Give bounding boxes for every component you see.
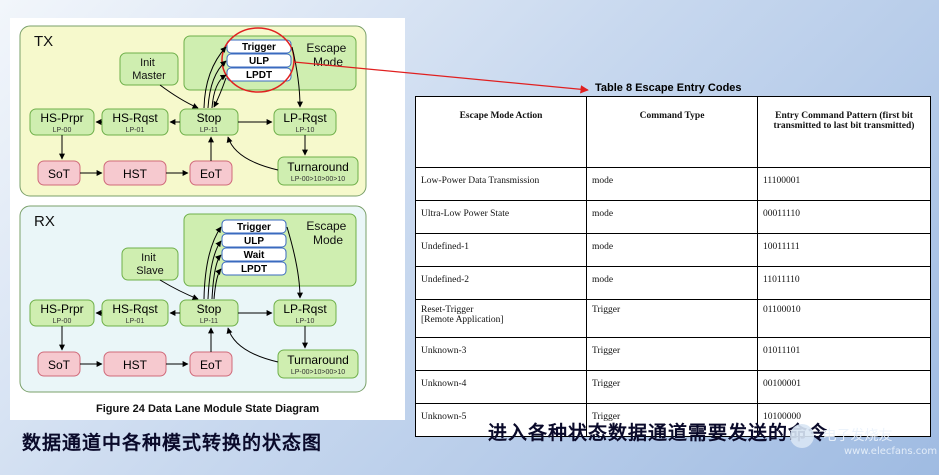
rx-lp-rqst-label: LP-Rqst xyxy=(283,302,327,316)
rx-escape-wait-label: Wait xyxy=(244,250,265,261)
watermark-url: www.elecfans.com xyxy=(844,446,938,457)
tx-eot-label: EoT xyxy=(200,167,223,181)
escape-entry-codes-table: Escape Mode Action Command Type Entry Co… xyxy=(415,96,931,437)
table-cell: Trigger xyxy=(586,299,758,338)
table-cell: 00100001 xyxy=(757,370,931,404)
tx-stop-sub: LP-11 xyxy=(200,127,218,134)
rx-escape-lpdt xyxy=(221,261,287,276)
rx-hs-rqst-label: HS-Rqst xyxy=(112,302,158,316)
rx-escape-wait xyxy=(221,247,287,262)
watermark: 电子发烧友 www.elecfans.com xyxy=(790,424,937,457)
tx-init-master xyxy=(119,52,179,86)
caption-left: 数据通道中各种模式转换的状态图 xyxy=(22,432,323,454)
tx-transitions xyxy=(59,46,308,176)
rx-init-slave xyxy=(121,247,179,281)
table-cell: Trigger xyxy=(586,370,758,404)
table-cell: Undefined-2 xyxy=(415,266,587,300)
rx-escape-mode-title: Escape Mode xyxy=(306,219,349,247)
table-cell: 01100010 xyxy=(757,299,931,338)
table-cell: 00011110 xyxy=(757,200,931,234)
rx-hs-prpr-sub: LP-00 xyxy=(53,318,72,325)
tx-turnaround xyxy=(277,156,359,186)
rx-transitions xyxy=(59,226,308,367)
table-cell: Undefined-1 xyxy=(415,233,587,267)
tx-turnaround-label: Turnaround xyxy=(287,160,349,174)
rx-sot-label: SoT xyxy=(48,358,71,372)
tx-lp-rqst-sub: LP-10 xyxy=(296,127,315,134)
tx-escape-ulp xyxy=(226,53,292,68)
rx-hs-prpr-label: HS-Prpr xyxy=(40,302,83,316)
tx-hst-label: HST xyxy=(123,167,148,181)
tx-escape-trigger-label: Trigger xyxy=(242,42,276,53)
table-cell: Reset-Trigger[Remote Application] xyxy=(415,299,587,338)
table-title: Table 8 Escape Entry Codes xyxy=(595,82,742,94)
table-header-row: Escape Mode Action Command Type Entry Co… xyxy=(415,96,931,168)
watermark-text: 电子发烧友 xyxy=(822,428,893,444)
table-row: Reset-Trigger[Remote Application]Trigger… xyxy=(415,299,931,338)
rx-hs-rqst-sub: LP-01 xyxy=(126,318,145,325)
tx-label: TX xyxy=(34,33,53,50)
tx-escape-ulp-label: ULP xyxy=(249,56,269,67)
table-cell: 11011110 xyxy=(757,266,931,300)
tx-sot-label: SoT xyxy=(48,167,71,181)
watermark-logo-icon xyxy=(790,424,814,448)
table-cell: mode xyxy=(586,200,758,234)
rx-escape-lpdt-label: LPDT xyxy=(241,264,267,275)
table-cell: Trigger xyxy=(586,337,758,371)
tx-init-master-label: Init Master xyxy=(132,57,166,82)
diagram-caption: Figure 24 Data Lane Module State Diagram xyxy=(96,403,319,415)
table-cell: mode xyxy=(586,233,758,267)
rx-escape-ulp xyxy=(221,233,287,248)
table-header-cell: Escape Mode Action xyxy=(415,96,587,168)
rx-init-slave-label: Init Slave xyxy=(136,252,164,277)
tx-escape-lpdt-label: LPDT xyxy=(246,70,272,81)
rx-escape-trigger xyxy=(221,219,287,234)
rx-lp-rqst-sub: LP-10 xyxy=(296,318,315,325)
table-cell: Unknown-5 xyxy=(415,403,587,437)
rx-escape-trigger-label: Trigger xyxy=(237,222,271,233)
table-cell: mode xyxy=(586,266,758,300)
table-header-cell: Command Type xyxy=(586,96,758,168)
rx-turnaround xyxy=(277,349,359,379)
tx-escape-highlight-circle xyxy=(221,27,295,93)
tx-hs-prpr-sub: LP-00 xyxy=(53,127,72,134)
table-cell: 01011101 xyxy=(757,337,931,371)
table-cell: mode xyxy=(586,167,758,201)
table-cell: Trigger xyxy=(586,403,758,437)
table-cell: Unknown-4 xyxy=(415,370,587,404)
table-cell: Ultra-Low Power State xyxy=(415,200,587,234)
table-header-cell: Entry Command Pattern (first bit transmi… xyxy=(757,96,931,168)
rx-escape-ulp-label: ULP xyxy=(244,236,264,247)
rx-turnaround-label: Turnaround xyxy=(287,353,349,367)
table-cell: 10011111 xyxy=(757,233,931,267)
tx-lp-rqst-label: LP-Rqst xyxy=(283,111,327,125)
table-cell: 10100000 xyxy=(757,403,931,437)
highlight-pointer-arrow xyxy=(293,61,589,94)
rx-eot-label: EoT xyxy=(200,358,223,372)
tx-hs-prpr-label: HS-Prpr xyxy=(40,111,83,125)
rx-hst-label: HST xyxy=(123,358,148,372)
table-cell: Low-Power Data Transmission xyxy=(415,167,587,201)
table-cell: Unknown-3 xyxy=(415,337,587,371)
tx-stop-label: Stop xyxy=(197,111,222,125)
rx-stop-label: Stop xyxy=(197,302,222,316)
rx-label: RX xyxy=(34,213,55,230)
rx-stop-sub: LP-11 xyxy=(200,318,218,325)
rx-turnaround-sub: LP-00>10>00>10 xyxy=(291,369,345,376)
table-cell: 11100001 xyxy=(757,167,931,201)
tx-hs-rqst-sub: LP-01 xyxy=(126,127,145,134)
tx-turnaround-sub: LP-00>10>00>10 xyxy=(291,176,345,183)
caption-right: 进入各种状态数据通道需要发送的命令 xyxy=(488,422,829,444)
tx-hs-rqst-label: HS-Rqst xyxy=(112,111,158,125)
